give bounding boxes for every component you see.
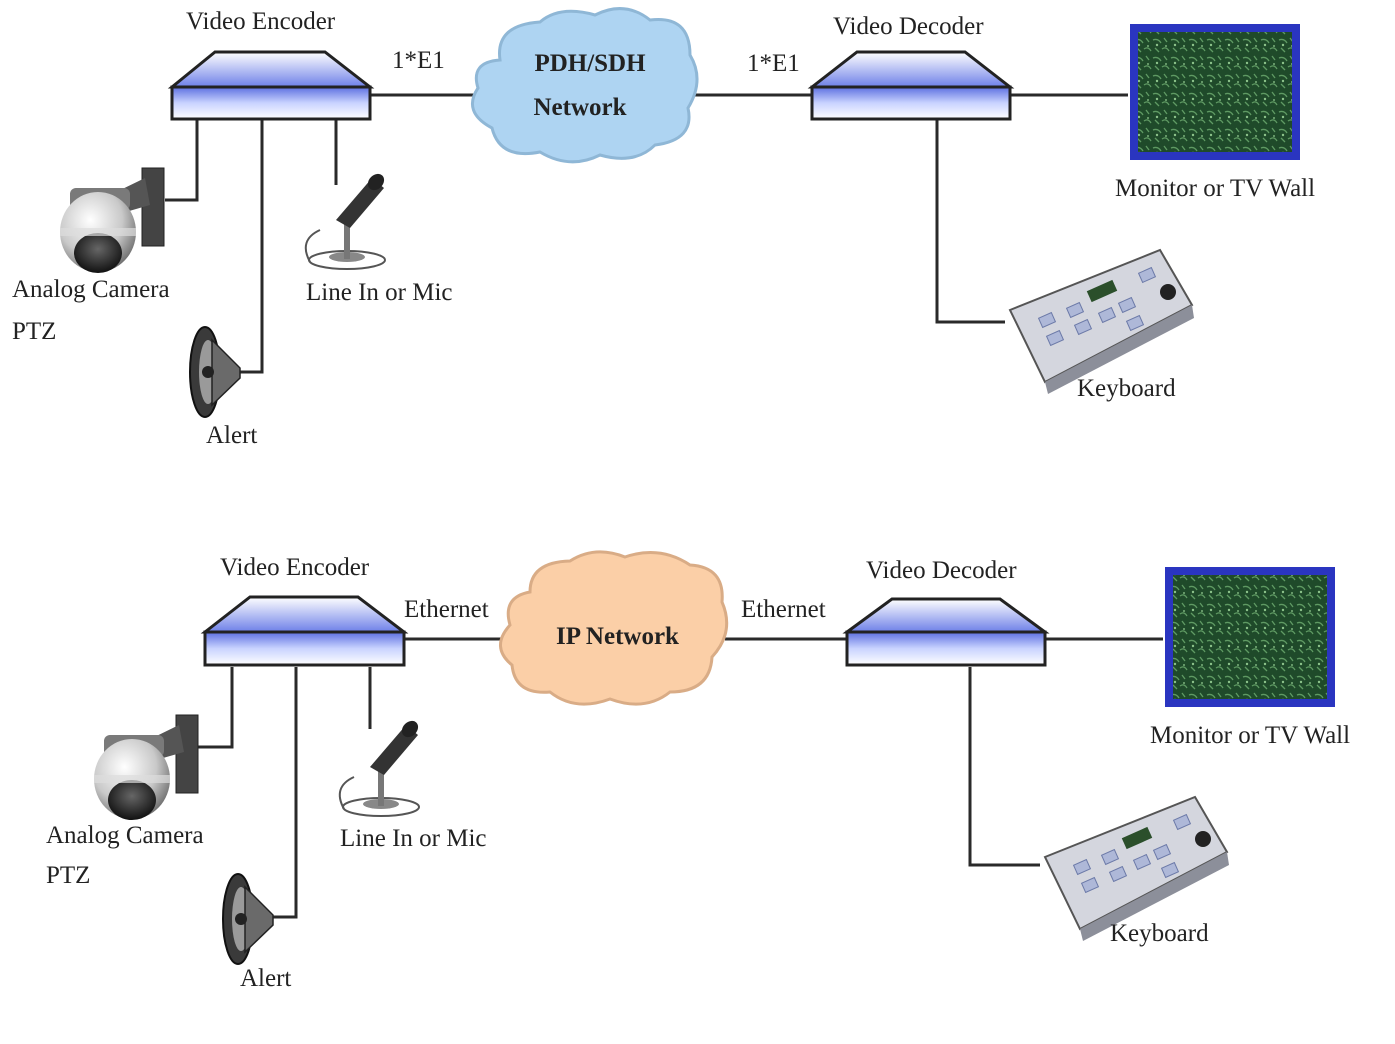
keyboard-label: Keyboard: [1110, 920, 1209, 947]
microphone-icon: [304, 173, 386, 270]
monitor-icon: [1130, 24, 1300, 160]
ptz-camera-icon: [60, 167, 165, 273]
video-decoder-device: [842, 597, 1050, 667]
decoder-label: Video Decoder: [833, 13, 984, 40]
connection-lines: [165, 93, 1128, 374]
network-label-line1: IP Network: [556, 623, 679, 650]
diagram-graphics: [60, 7, 1300, 418]
video-decoder-device: [807, 50, 1015, 121]
connection-lines: [198, 637, 1163, 919]
ptz-label: PTZ: [46, 862, 91, 889]
monitor-label: Monitor or TV Wall: [1115, 175, 1316, 202]
network-cloud: [470, 7, 699, 164]
alert-speaker-icon: [222, 873, 274, 965]
monitor-icon: [1165, 567, 1335, 707]
video-encoder-device: [200, 595, 409, 667]
decoder-label: Video Decoder: [866, 557, 1017, 584]
alert-label: Alert: [206, 422, 258, 449]
mic-label: Line In or Mic: [306, 279, 453, 306]
camera-label: Analog Camera: [12, 276, 170, 303]
link-right-label: Ethernet: [741, 596, 826, 623]
video-encoder-device: [167, 50, 375, 121]
cloud-shape: [499, 550, 729, 706]
cloud-shape: [470, 7, 699, 164]
ptz-camera-icon: [94, 714, 199, 820]
diagram-graphics: [94, 550, 1335, 965]
link-left-label: 1*E1: [392, 47, 445, 74]
alert-speaker-icon: [189, 326, 241, 418]
encoder-label: Video Encoder: [220, 554, 370, 581]
camera-label: Analog Camera: [46, 822, 204, 849]
ptz-label: PTZ: [12, 318, 57, 345]
keyboard-controller-icon: [1043, 795, 1229, 941]
monitor-label: Monitor or TV Wall: [1150, 722, 1351, 749]
alert-label: Alert: [240, 965, 292, 992]
network-label-line2: Network: [533, 94, 627, 121]
diagram-ip: Video Encoder Video Decoder Ethernet Eth…: [0, 547, 1395, 1044]
microphone-icon: [338, 720, 420, 817]
network-label-line1: PDH/SDH: [534, 50, 646, 77]
network-cloud: [499, 550, 729, 706]
diagram-pdh-sdh: Video Encoder Video Decoder 1*E1 1*E1 PD…: [0, 0, 1395, 497]
link-left-label: Ethernet: [404, 596, 489, 623]
mic-label: Line In or Mic: [340, 825, 487, 852]
link-right-label: 1*E1: [747, 50, 800, 77]
keyboard-label: Keyboard: [1077, 375, 1176, 402]
keyboard-controller-icon: [1008, 248, 1194, 394]
encoder-label: Video Encoder: [186, 8, 336, 35]
